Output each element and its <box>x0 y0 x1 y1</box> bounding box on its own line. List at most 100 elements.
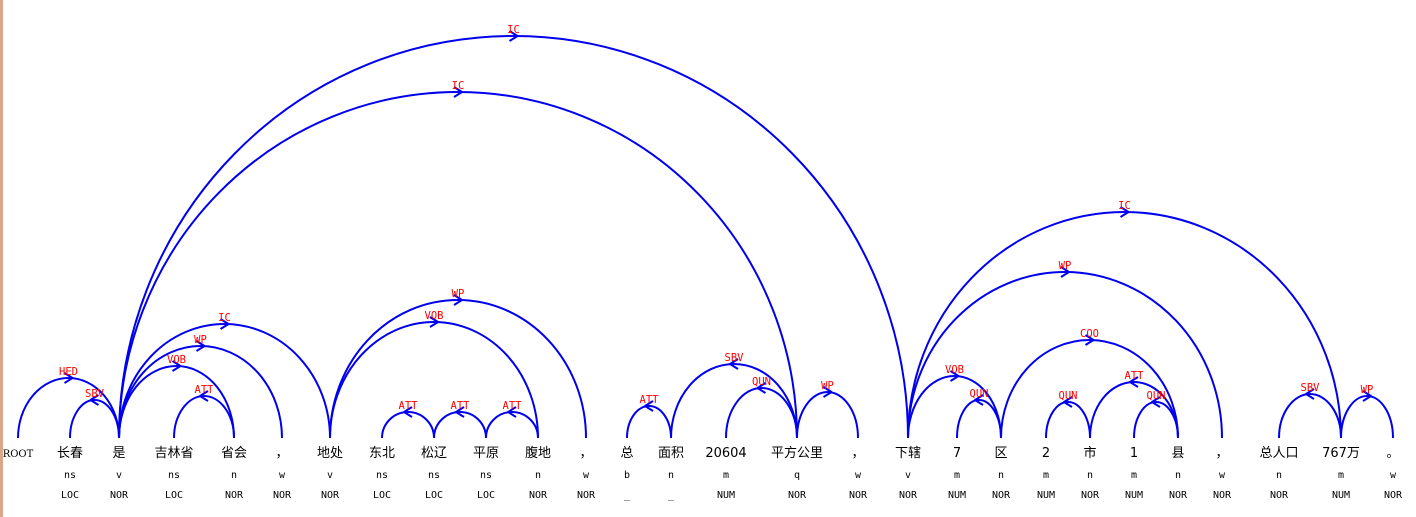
token-ne-tag: NUM <box>948 490 966 501</box>
token-word: 总人口 <box>1259 446 1298 461</box>
arc-arrow-icon <box>403 406 413 418</box>
arc-arrow-icon <box>1084 334 1095 346</box>
arc-arrow-icon <box>89 394 100 406</box>
token-ne-tag: NOR <box>225 490 244 501</box>
token-ne-tag: _ <box>624 490 631 501</box>
relation-label: ATT <box>640 394 660 406</box>
token-pos-tag: v <box>327 470 333 481</box>
token-word: 吉林省 <box>154 446 193 461</box>
token-ne-tag: NOR <box>577 490 596 501</box>
relation-label: WP <box>452 288 465 300</box>
arc-arrow-icon <box>1362 390 1372 402</box>
token-word: 县 <box>1171 446 1184 461</box>
arc-arrow-icon <box>949 370 960 382</box>
token-ne-tag: NOR <box>1081 490 1100 501</box>
token-word: 20604 <box>705 446 746 461</box>
relation-label: IC <box>452 80 465 92</box>
relation-label: ATT <box>399 400 419 412</box>
relation-label: SBV <box>1301 382 1321 394</box>
arc-arrow-icon <box>455 406 465 418</box>
dependency-arc <box>118 35 909 439</box>
token-word: 767万 <box>1322 446 1360 461</box>
token-ne-tag: NOR <box>321 490 340 501</box>
relation-label: VOB <box>945 364 964 376</box>
dependency-arc <box>1045 401 1091 439</box>
dependency-arc <box>17 377 120 439</box>
dependency-arc <box>725 387 798 439</box>
dependency-arc <box>69 399 120 439</box>
token-ne-tag: LOC <box>477 490 495 501</box>
token-ne-tag: NOR <box>849 490 868 501</box>
relation-label: QUN <box>1147 390 1166 402</box>
token-ne-tag: NOR <box>1270 490 1289 501</box>
token-pos-tag: ns <box>480 470 492 481</box>
relation-label: IC <box>507 24 520 36</box>
token-ne-tag: LOC <box>373 490 391 501</box>
token-pos-tag: m <box>723 470 729 481</box>
token-pos-tag: m <box>1338 470 1344 481</box>
arc-arrow-icon <box>1305 388 1315 400</box>
relation-label: WP <box>1059 260 1072 272</box>
token-ne-tag: LOC <box>425 490 443 501</box>
dependency-arc <box>381 411 435 439</box>
token-ne-tag: NOR <box>992 490 1011 501</box>
token-pos-tag: m <box>954 470 960 481</box>
token-ne-tag: NUM <box>1125 490 1143 501</box>
token-word: 总 <box>620 446 633 461</box>
arc-arrow-icon <box>1151 396 1161 408</box>
dependency-arc <box>1133 401 1179 439</box>
token-word: 长春 <box>57 446 83 461</box>
token-ne-tag: NOR <box>788 490 807 501</box>
arc-arrow-icon <box>453 294 463 306</box>
token-pos-tag: v <box>116 470 122 481</box>
arc-arrow-icon <box>195 340 206 352</box>
token-word: 。 <box>1386 446 1399 461</box>
arc-arrow-icon <box>199 390 209 402</box>
token-ne-tag: NOR <box>529 490 548 501</box>
dependency-arc <box>485 411 539 439</box>
dependency-arc <box>1340 395 1394 439</box>
token-pos-tag: n <box>231 470 237 481</box>
arc-arrow-icon <box>453 86 463 98</box>
token-word: 东北 <box>369 446 395 461</box>
dependency-arc <box>907 271 1223 439</box>
relation-label: IC <box>1118 200 1131 212</box>
token-word: ， <box>579 446 592 461</box>
arc-arrow-icon <box>507 406 517 418</box>
token-pos-tag: n <box>535 470 541 481</box>
arc-arrow-icon <box>822 386 833 398</box>
token-pos-tag: n <box>1087 470 1093 481</box>
relation-label: WP <box>194 334 207 346</box>
arc-arrow-icon <box>756 382 767 394</box>
token-pos-tag: w <box>1390 470 1397 481</box>
token-pos-tag: ns <box>376 470 388 481</box>
token-ne-tag: NOR <box>1384 490 1403 501</box>
token-ne-tag: NUM <box>1037 490 1055 501</box>
token-pos-tag: n <box>998 470 1004 481</box>
dependency-arc <box>118 345 283 439</box>
relation-label: SBV <box>85 388 105 400</box>
root-token: ROOT <box>3 449 34 460</box>
relation-label: VOB <box>167 354 186 366</box>
token-word: 市 <box>1083 445 1096 461</box>
token-ne-tag: NOR <box>1213 490 1232 501</box>
token-word: 地处 <box>317 446 343 461</box>
relation-label: WP <box>821 380 834 392</box>
token-word: 平方公里 <box>771 445 823 461</box>
window-edge <box>0 0 3 517</box>
token-pos-tag: ns <box>428 470 440 481</box>
token-pos-tag: w <box>855 470 862 481</box>
relation-label: QUN <box>752 376 771 388</box>
token-ne-tag: LOC <box>165 490 183 501</box>
token-word: 是 <box>112 446 125 461</box>
token-pos-tag: m <box>1131 470 1137 481</box>
token-ne-tag: NUM <box>717 490 735 501</box>
dependency-arc <box>173 395 235 439</box>
token-word: ， <box>275 446 288 461</box>
token-pos-tag: n <box>1175 470 1181 481</box>
token-word: ， <box>1215 446 1228 461</box>
token-pos-tag: m <box>1043 470 1049 481</box>
token-pos-tag: w <box>279 470 286 481</box>
